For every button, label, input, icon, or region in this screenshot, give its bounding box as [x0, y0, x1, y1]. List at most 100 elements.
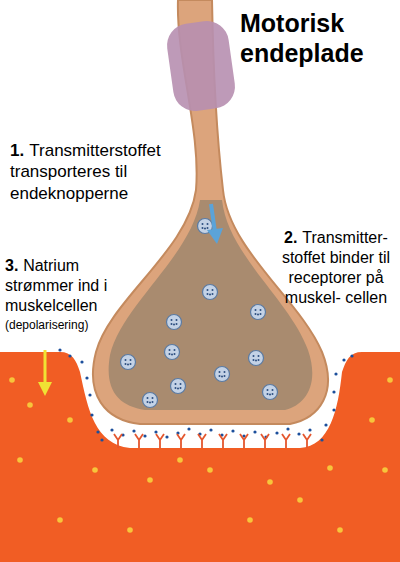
vesicle: [121, 355, 136, 370]
title: Motorisk endeplade: [240, 8, 396, 68]
transmitter-molecule: [68, 354, 71, 357]
transport-arrowhead: [207, 228, 223, 244]
vesicle-content: [149, 402, 151, 404]
vesicle: [215, 367, 230, 382]
sodium-ion: [147, 477, 153, 483]
receptor: [261, 434, 269, 448]
vesicle-content: [267, 389, 269, 391]
callout: 2.Transmitter- stoffet binder til recept…: [275, 228, 397, 308]
transmitter-molecule: [320, 438, 323, 441]
callout-number: 2.: [284, 229, 297, 246]
sodium-arrow: [44, 350, 47, 384]
sodium-ion: [67, 417, 73, 423]
sodium-ion: [387, 377, 393, 383]
transmitter-molecule: [110, 428, 113, 431]
sodium-ion: [17, 457, 23, 463]
transmitter-molecule: [88, 393, 91, 396]
vesicle: [263, 385, 278, 400]
sodium-ion: [177, 457, 183, 463]
transmitter-molecule: [297, 432, 300, 435]
transmitter-molecule: [187, 427, 190, 430]
vesicle-membrane: [251, 305, 266, 320]
vesicle-content: [258, 359, 260, 361]
vesicle: [251, 305, 266, 320]
sodium-ion: [57, 517, 63, 523]
vesicle-membrane: [167, 315, 182, 330]
vesicle-content: [176, 323, 178, 325]
callout: 3.Natrium strømmer ind i muskelcellen: [5, 256, 135, 316]
receptor: [177, 434, 185, 448]
vesicle-content: [260, 309, 262, 311]
vesicle-content: [127, 364, 129, 366]
vesicle-content: [253, 359, 255, 361]
vesicle-content: [209, 294, 211, 296]
receptor: [156, 434, 164, 448]
vesicle-content: [125, 363, 127, 365]
transmitter-molecule: [286, 427, 289, 430]
vesicle-content: [253, 355, 255, 357]
vesicle-content: [207, 293, 209, 295]
sodium-ion: [207, 467, 213, 473]
vesicle-content: [180, 383, 182, 385]
receptor: [282, 434, 290, 448]
vesicle-content: [221, 376, 223, 378]
receptor: [240, 434, 248, 448]
vesicle-content: [173, 324, 175, 326]
transmitter-molecule: [132, 429, 135, 432]
vesicle-content: [212, 293, 214, 295]
myelin-sheath: [164, 18, 238, 114]
vesicle-content: [177, 388, 179, 390]
vesicle-content: [125, 359, 127, 361]
vesicle-content: [152, 401, 154, 403]
vesicle-content: [171, 319, 173, 321]
vesicle-content: [224, 375, 226, 377]
transmitter-molecule: [350, 354, 353, 357]
callout-number: 1.: [10, 141, 24, 160]
vesicle-content: [176, 319, 178, 321]
vesicle-content: [169, 353, 171, 355]
vesicle-content: [219, 371, 221, 373]
sodium-ion: [297, 497, 303, 503]
transmitter-molecule: [154, 430, 157, 433]
vesicle-membrane: [263, 385, 278, 400]
transport-arrow: [211, 204, 215, 232]
vesicle-membrane: [143, 393, 158, 408]
vesicle-membrane: [121, 355, 136, 370]
transmitter-molecule: [80, 360, 83, 363]
vesicle-content: [207, 223, 209, 225]
vesicle-content: [175, 383, 177, 385]
vesicle-membrane: [249, 351, 264, 366]
callout: (depolarisering): [5, 318, 135, 333]
callout-number: 3.: [5, 257, 18, 274]
receptor: [198, 434, 206, 448]
transmitter-molecule: [342, 358, 345, 361]
vesicle: [167, 315, 182, 330]
sodium-ion: [27, 402, 33, 408]
vesicle-content: [267, 393, 269, 395]
transmitter-molecule: [332, 408, 335, 411]
vesicle-content: [130, 363, 132, 365]
sodium-ion: [369, 417, 375, 423]
sodium-ion: [9, 377, 15, 383]
vesicle-content: [180, 387, 182, 389]
transmitter-molecule: [275, 431, 278, 434]
vesicle-content: [171, 354, 173, 356]
vesicle-membrane: [215, 367, 230, 382]
vesicle: [249, 351, 264, 366]
sodium-ion: [92, 467, 98, 473]
sodium-ion: [267, 479, 273, 485]
vesicle-content: [202, 227, 204, 229]
sodium-ion: [337, 527, 343, 533]
vesicle: [203, 285, 218, 300]
vesicle-content: [224, 371, 226, 373]
transmitter-molecule: [324, 423, 327, 426]
transmitter-molecule: [332, 390, 335, 393]
transmitter-molecule: [165, 435, 168, 438]
vesicle-membrane: [203, 285, 218, 300]
vesicle-content: [147, 397, 149, 399]
vesicle-content: [130, 359, 132, 361]
vesicle-content: [175, 387, 177, 389]
sodium-arrowhead: [38, 382, 52, 396]
vesicle-content: [207, 289, 209, 291]
